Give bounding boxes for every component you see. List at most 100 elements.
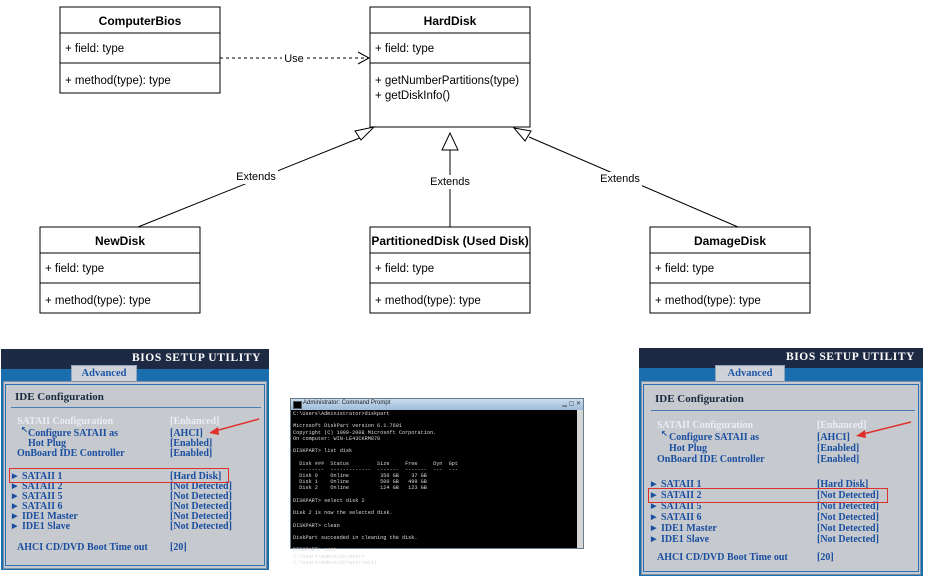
row-label[interactable]: SATAII 6 [661,512,702,523]
row-label[interactable]: AHCI CD/DVD Boot Time out [657,552,788,563]
row-value: [Not Detected] [817,501,879,512]
bios-title-bar: BIOS SETUP UTILITY [639,348,923,368]
section-divider [651,410,915,411]
class-partitioned-disk[interactable]: PartitionedDisk (Used Disk) + field: typ… [369,226,531,314]
row-label[interactable]: IDE1 Slave [661,534,710,545]
bios-screenshot-left: BIOS SETUP UTILITY Advanced IDE Configur… [1,349,269,570]
row-label[interactable]: Configure SATAII as [669,432,760,443]
row-label[interactable]: SATAII 5 [661,501,702,512]
highlight-box [648,488,888,503]
row-value: [Not Detected] [170,511,232,522]
cmd-window-icon [293,401,302,409]
class-field: + field: type [45,263,104,275]
bios-title: BIOS SETUP UTILITY [785,351,915,363]
row-label[interactable]: SATAII Configuration [657,420,754,431]
bios-title-bar: BIOS SETUP UTILITY [1,349,269,369]
row-label[interactable]: IDE1 Master [661,523,717,534]
triangle-icon: ▶ [12,502,18,510]
window-controls-icon[interactable]: ▁ ▢ ✕ [562,401,581,407]
triangle-icon: ▶ [12,522,18,530]
class-field: + field: type [655,263,714,275]
row-label[interactable]: SATAII 2 [22,481,63,492]
bios-title: BIOS SETUP UTILITY [131,352,261,364]
triangle-icon: ▶ [651,513,657,521]
cmd-title-bar: Administrator: Command Prompt ▁ ▢ ✕ [291,399,583,410]
section-divider [11,407,261,408]
cmd-output[interactable]: C:\Users\Administrator>diskpart Microsof… [293,411,458,566]
bios-panel [3,381,267,569]
triangle-icon: ▶ [651,480,657,488]
class-field: + field: type [375,43,434,55]
class-field: + field: type [375,263,434,275]
class-method: + getNumberPartitions(type) [375,75,519,87]
row-label[interactable]: SATAII 6 [22,501,63,512]
class-method: + method(type): type [65,75,171,87]
row-label[interactable]: OnBoard IDE Controller [657,454,765,465]
section-title: IDE Configuration [15,391,104,403]
triangle-icon: ▶ [12,472,18,480]
triangle-icon: ▶ [12,512,18,520]
row-label[interactable]: SATAII 5 [22,491,63,502]
row-value: [Enabled] [170,448,213,459]
row-label[interactable]: Hot Plug [669,443,708,454]
red-arrow-icon [856,421,912,438]
class-method: + getDiskInfo() [375,90,450,102]
use-dependency: Use [220,51,371,65]
class-name: ComputerBios [99,14,182,28]
row-label[interactable]: SATAII 1 [22,471,63,482]
row-value: [Not Detected] [817,490,879,501]
row-label[interactable]: AHCI CD/DVD Boot Time out [17,542,148,553]
triangle-icon: ▶ [12,492,18,500]
row-value: [Not Detected] [170,521,232,532]
extends-label: Extends [236,171,276,183]
class-method: + method(type): type [375,295,481,307]
bios-inner-frame [643,384,919,572]
extends-label: Extends [600,173,640,185]
class-field: + field: type [65,43,124,55]
row-value: [Not Detected] [170,501,232,512]
triangle-icon: ▶ [651,491,657,499]
cmd-title: Administrator: Command Prompt [303,400,391,406]
row-value: [Not Detected] [817,523,879,534]
row-label[interactable]: SATAII Configuration [17,416,114,427]
row-value: [Not Detected] [170,491,232,502]
class-method: + method(type): type [655,295,761,307]
row-value: [Hard Disk] [817,479,869,490]
row-label[interactable]: OnBoard IDE Controller [17,448,125,459]
use-label: Use [284,53,304,65]
row-value: [Not Detected] [170,481,232,492]
section-title: IDE Configuration [655,393,744,405]
bios-panel [641,381,921,575]
triangle-icon: ▶ [651,502,657,510]
row-label[interactable]: IDE1 Slave [22,521,71,532]
row-value: [Enabled] [170,438,213,449]
class-name: DamageDisk [694,234,766,248]
row-label[interactable]: SATAII 1 [661,479,702,490]
class-new-disk[interactable]: NewDisk + field: type + method(type): ty… [39,226,201,314]
row-value: [20] [170,542,187,553]
row-value: [20] [817,552,834,563]
red-arrow-icon [209,418,260,435]
triangle-icon: ▶ [12,482,18,490]
class-hard-disk[interactable]: HardDisk + field: type + getNumberPartit… [369,6,531,128]
extends-partitioned: Extends [428,131,472,227]
class-damage-disk[interactable]: DamageDisk + field: type + method(type):… [649,226,811,314]
row-label[interactable]: Configure SATAII as [28,428,119,439]
pointer-icon: ↖ [661,429,668,438]
row-label[interactable]: IDE1 Master [22,511,78,522]
row-value: [AHCI] [817,432,850,443]
extends-newdisk: Extends [137,126,376,228]
cmd-scrollbar[interactable] [577,410,583,548]
class-computer-bios[interactable]: ComputerBios + field: type + method(type… [59,6,221,94]
row-value: [Enhanced] [817,420,867,431]
row-label[interactable]: Hot Plug [28,438,67,449]
class-name: HardDisk [424,14,477,28]
pointer-icon: ↖ [21,425,28,434]
triangle-icon: ▶ [651,524,657,532]
extends-damagedisk: Extends [512,127,739,228]
class-method: + method(type): type [45,295,151,307]
highlight-box [9,468,229,483]
bios-screenshot-right: BIOS SETUP UTILITY Advanced IDE Configur… [639,348,923,576]
row-value: [Hard Disk] [170,471,222,482]
row-label[interactable]: SATAII 2 [661,490,702,501]
